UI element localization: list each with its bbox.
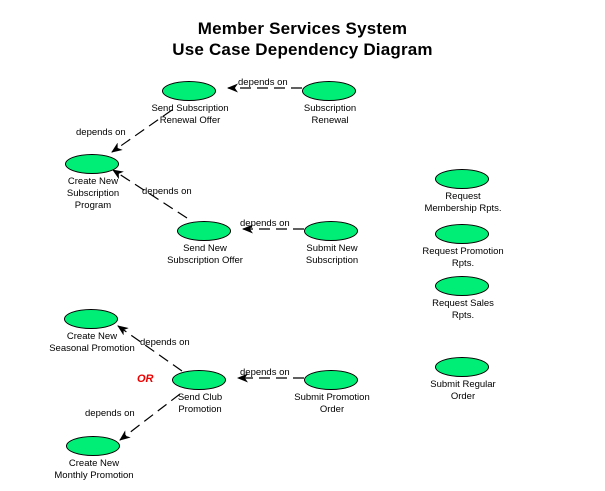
node-label: Send Club Promotion (177, 392, 223, 415)
use-case-ellipse (435, 357, 489, 377)
node-label: Request Membership Rpts. (424, 191, 502, 214)
node-label: Send Subscription Renewal Offer (151, 103, 229, 126)
use-case-ellipse (304, 221, 358, 241)
use-case-ellipse (435, 224, 489, 244)
edge-e5 (117, 325, 183, 372)
node-label: Subscription Renewal (303, 103, 357, 126)
edge-label-e4: depends on (240, 218, 290, 229)
node-label: Create New Monthly Promotion (54, 458, 134, 481)
edge-label-e2: depends on (76, 127, 126, 138)
title-line-1: Member Services System (197, 19, 408, 38)
node-label: Submit Regular Order (430, 379, 496, 402)
node-label: Submit New Subscription (305, 243, 359, 266)
edge-e6 (119, 393, 181, 441)
node-label: Create New Seasonal Promotion (49, 331, 135, 354)
node-label: Submit Promotion Order (294, 392, 370, 415)
edge-e2 (111, 109, 173, 153)
or-annotation: OR (137, 373, 154, 385)
edge-label-e5: depends on (140, 337, 190, 348)
edge-label-e3: depends on (142, 186, 192, 197)
node-label: Create New Subscription Program (66, 176, 120, 211)
node-label: Request Sales Rpts. (432, 298, 494, 321)
diagram-title: Member Services System Use Case Dependen… (0, 18, 605, 60)
node-label: Request Promotion Rpts. (422, 246, 504, 269)
use-case-ellipse (435, 169, 489, 189)
use-case-ellipse (177, 221, 231, 241)
use-case-ellipse (65, 154, 119, 174)
use-case-ellipse (66, 436, 120, 456)
use-case-ellipse (64, 309, 118, 329)
title-line-2: Use Case Dependency Diagram (172, 40, 433, 59)
node-label: Send New Subscription Offer (167, 243, 243, 266)
edge-label-e1: depends on (238, 77, 288, 88)
edge-e3 (112, 169, 188, 219)
edge-label-e7: depends on (240, 367, 290, 378)
edge-label-e6: depends on (85, 408, 135, 419)
use-case-ellipse (435, 276, 489, 296)
use-case-ellipse (162, 81, 216, 101)
use-case-ellipse (302, 81, 356, 101)
use-case-ellipse (304, 370, 358, 390)
use-case-ellipse (172, 370, 226, 390)
